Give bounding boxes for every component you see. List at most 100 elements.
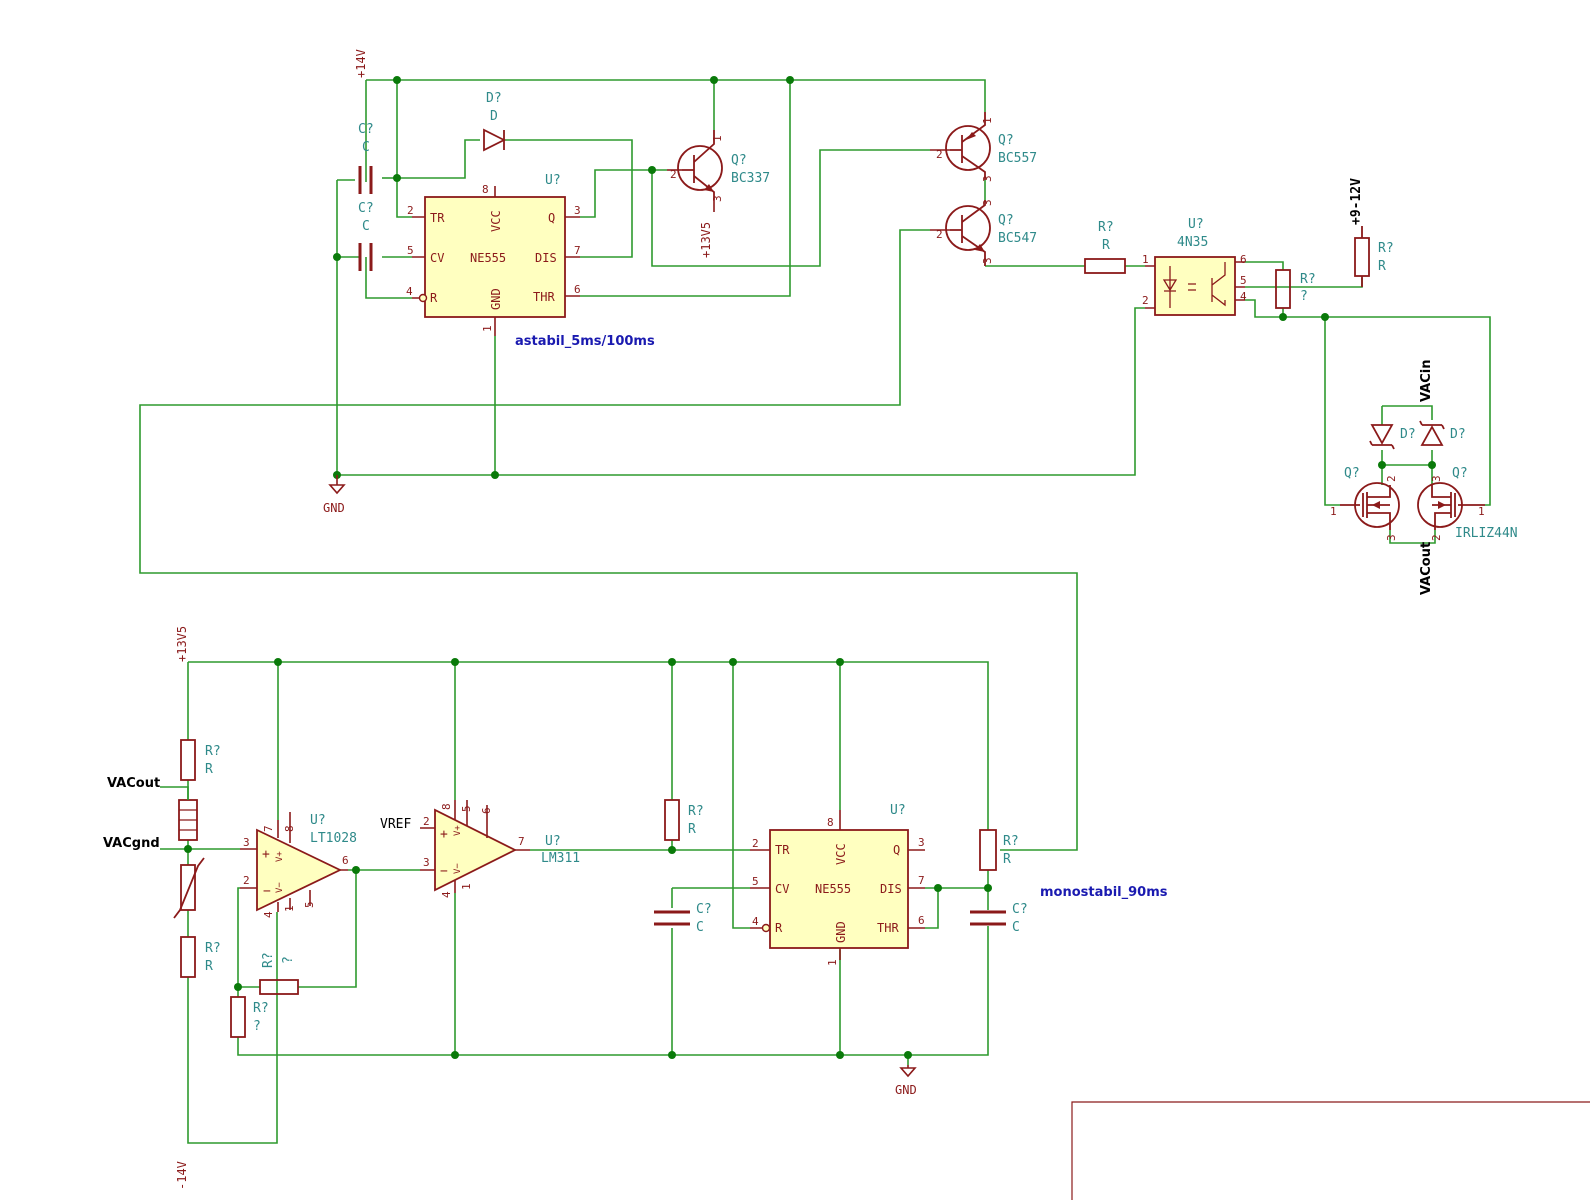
svg-text:Q: Q: [893, 843, 900, 857]
svg-text:R?: R?: [205, 744, 221, 759]
svg-text:C?: C?: [358, 201, 374, 216]
svg-text:R: R: [205, 959, 213, 974]
svg-text:5: 5: [1240, 274, 1247, 287]
mosfet-q1: Q? 1 2 3: [1330, 466, 1400, 541]
svg-text:3: 3: [918, 836, 925, 849]
svg-text:+: +: [440, 827, 448, 842]
svg-text:2: 2: [670, 168, 677, 181]
power-label-9-12v: +9-12V: [1349, 178, 1364, 225]
svg-text:8: 8: [827, 816, 834, 829]
svg-text:2: 2: [936, 148, 943, 161]
svg-text:2: 2: [1430, 534, 1443, 541]
svg-text:BC547: BC547: [998, 231, 1037, 246]
transistor-bc557: Q? BC557 2 1 3: [930, 112, 1037, 182]
svg-text:U?: U?: [545, 173, 561, 188]
svg-text:R?: R?: [205, 941, 221, 956]
svg-text:R: R: [205, 762, 213, 777]
svg-text:3: 3: [574, 204, 581, 217]
svg-text:R?: R?: [688, 804, 704, 819]
svg-text:4: 4: [752, 915, 759, 928]
svg-text:7: 7: [918, 874, 925, 887]
svg-text:D?: D?: [1400, 427, 1416, 442]
svg-text:7: 7: [518, 835, 525, 848]
svg-text:R?: R?: [1300, 272, 1316, 287]
svg-text:R?: R?: [1003, 834, 1019, 849]
svg-text:R: R: [1378, 259, 1386, 274]
svg-text:?: ?: [281, 956, 296, 964]
capacitor-c2: C? C: [358, 201, 374, 271]
mosfet-q2: Q? IRLIZ44N 1 2 3: [1417, 466, 1518, 541]
svg-text:2: 2: [243, 874, 250, 887]
power-label-13v5-bottom: +13V5: [175, 626, 189, 662]
svg-text:V+: V+: [275, 851, 285, 862]
svg-text:8: 8: [482, 183, 489, 196]
svg-text:U?: U?: [545, 834, 561, 849]
svg-text:NE555: NE555: [815, 882, 851, 896]
zener-d1: D?: [1369, 424, 1416, 450]
ferrite-bead: [160, 786, 198, 841]
capacitor-cv: C? C: [654, 902, 712, 935]
svg-text:U?: U?: [310, 813, 326, 828]
note-astabil: astabil_5ms/100ms: [515, 334, 655, 349]
svg-text:1: 1: [283, 905, 296, 912]
wires-top: [139, 79, 1491, 851]
svg-text:GND: GND: [834, 921, 848, 943]
svg-text:TR: TR: [430, 211, 445, 225]
net-vacout-right: VACout: [1419, 542, 1434, 595]
svg-text:R: R: [1102, 238, 1110, 253]
svg-text:C: C: [362, 140, 370, 155]
svg-text:NE555: NE555: [470, 251, 506, 265]
svg-text:U?: U?: [890, 803, 906, 818]
svg-text:Q?: Q?: [998, 133, 1014, 148]
svg-text:7: 7: [262, 825, 275, 832]
svg-text:2: 2: [1142, 294, 1149, 307]
svg-text:4N35: 4N35: [1177, 235, 1208, 250]
svg-text:4: 4: [1240, 290, 1247, 303]
svg-text:−: −: [263, 884, 271, 899]
svg-text:U?: U?: [1188, 217, 1204, 232]
svg-text:3: 3: [981, 257, 994, 264]
net-vacin: VACin: [1419, 360, 1434, 403]
svg-text:Q?: Q?: [1452, 466, 1468, 481]
svg-text:VCC: VCC: [489, 210, 503, 232]
resistor-feedback: R? ?: [259, 952, 299, 995]
power-label-14v: +14V: [354, 49, 368, 78]
svg-text:C: C: [696, 920, 704, 935]
svg-text:2: 2: [423, 815, 430, 828]
gnd-label-bottom: GND: [895, 1083, 917, 1097]
resistor-top-left: R? R: [180, 739, 221, 781]
svg-text:DIS: DIS: [880, 882, 902, 896]
svg-text:GND: GND: [489, 288, 503, 310]
svg-text:3: 3: [423, 856, 430, 869]
svg-text:DIS: DIS: [535, 251, 557, 265]
svg-text:R?: R?: [1098, 220, 1114, 235]
zener-d2: D?: [1419, 420, 1466, 446]
svg-text:LT1028: LT1028: [310, 831, 357, 846]
title-block-frame: [1071, 1101, 1590, 1200]
ne555-monostable: TR CV R Q DIS THR VCC GND NE555 U? 2 5 4…: [750, 803, 925, 966]
svg-text:V+: V+: [453, 825, 463, 836]
svg-text:5: 5: [752, 875, 759, 888]
net-labels: VACout VACgnd VACin VACout VREF astabil_…: [103, 334, 1434, 900]
svg-text:8: 8: [440, 803, 453, 810]
svg-text:BC337: BC337: [731, 171, 770, 186]
transistor-bc337: Q? BC337 2 1 3: [667, 130, 770, 202]
svg-text:5: 5: [303, 901, 316, 908]
optocoupler-4n35: U? 4N35 1 2 6 5 4: [1142, 217, 1247, 316]
svg-text:C?: C?: [358, 122, 374, 137]
svg-text:V−: V−: [275, 882, 285, 893]
svg-text:R?: R?: [1378, 241, 1394, 256]
svg-text:1: 1: [460, 883, 473, 890]
svg-text:2: 2: [407, 204, 414, 217]
svg-text:3: 3: [243, 836, 250, 849]
svg-text:2: 2: [752, 837, 759, 850]
svg-text:IRLIZ44N: IRLIZ44N: [1455, 526, 1518, 541]
svg-text:1: 1: [1478, 505, 1485, 518]
svg-text:R?: R?: [261, 952, 276, 968]
svg-text:1: 1: [481, 325, 494, 332]
svg-text:C?: C?: [1012, 902, 1028, 917]
comparator-lm311: + − V+ V− U? LM311 2 3 7 8 5 6 4 1: [420, 800, 580, 898]
svg-text:Q?: Q?: [1344, 466, 1360, 481]
svg-text:C: C: [1012, 920, 1020, 935]
